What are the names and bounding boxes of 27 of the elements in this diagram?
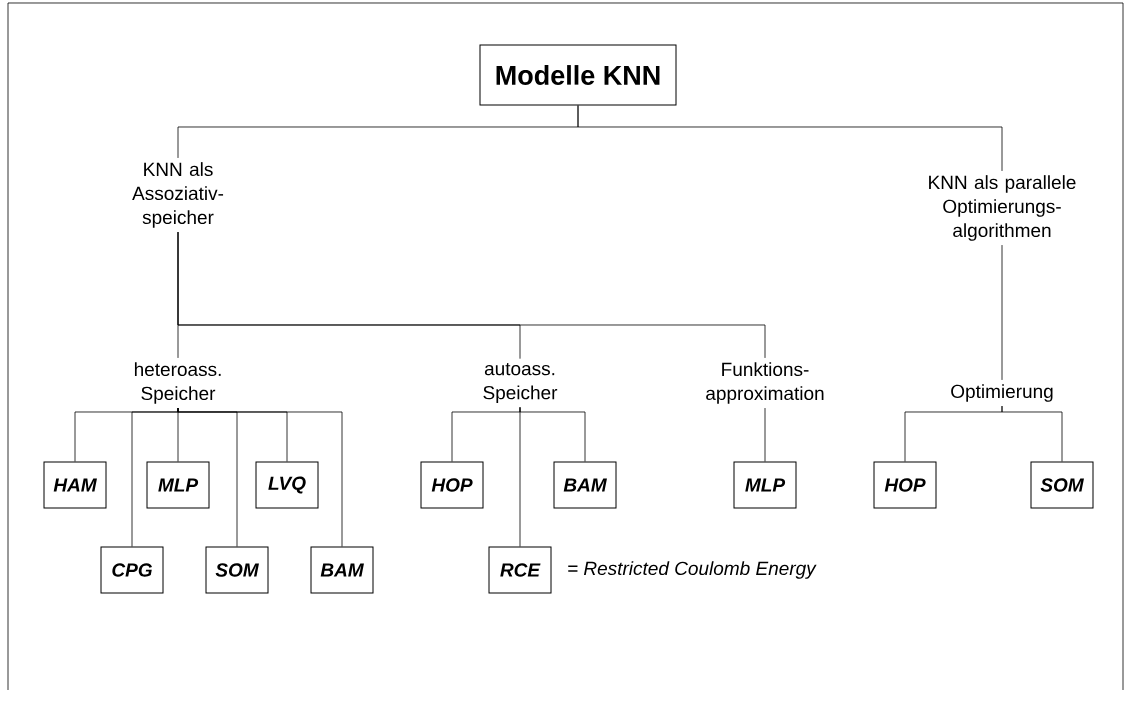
tree-line — [1001, 244, 1003, 381]
tree-line — [177, 407, 343, 547]
title-box: Modelle KNN — [479, 44, 677, 106]
category-label: KNN als Assoziativ- speicher — [132, 162, 224, 228]
category-label: heteroass. Speicher — [134, 362, 221, 404]
model-box: HOP — [873, 461, 937, 509]
category-label: Optimierung — [951, 384, 1053, 402]
model-box: MLP — [733, 461, 797, 509]
model-box: SOM — [1030, 461, 1094, 509]
model-box: RCE — [488, 546, 552, 594]
tree-line — [764, 407, 766, 462]
tree-line — [577, 105, 1003, 172]
beside-note: = Restricted Coulomb Energy — [568, 561, 817, 579]
model-box: BAM — [310, 546, 374, 594]
model-box: HOP — [420, 461, 484, 509]
model-box: SOM — [205, 546, 269, 594]
model-box: HAM — [43, 461, 107, 509]
category-label: KNN als parallele Optimierungs- algorithmen — [929, 175, 1076, 241]
model-box: BAM — [553, 461, 617, 509]
tree-line — [519, 406, 586, 462]
model-box: CPG — [100, 546, 164, 594]
model-box: LVQ — [255, 461, 319, 509]
tree-line — [177, 231, 766, 359]
tree-line — [1001, 405, 1063, 462]
category-label: autoass. Speicher — [483, 362, 558, 404]
category-label: Funktions- approximation — [706, 362, 824, 404]
model-box: MLP — [146, 461, 210, 509]
